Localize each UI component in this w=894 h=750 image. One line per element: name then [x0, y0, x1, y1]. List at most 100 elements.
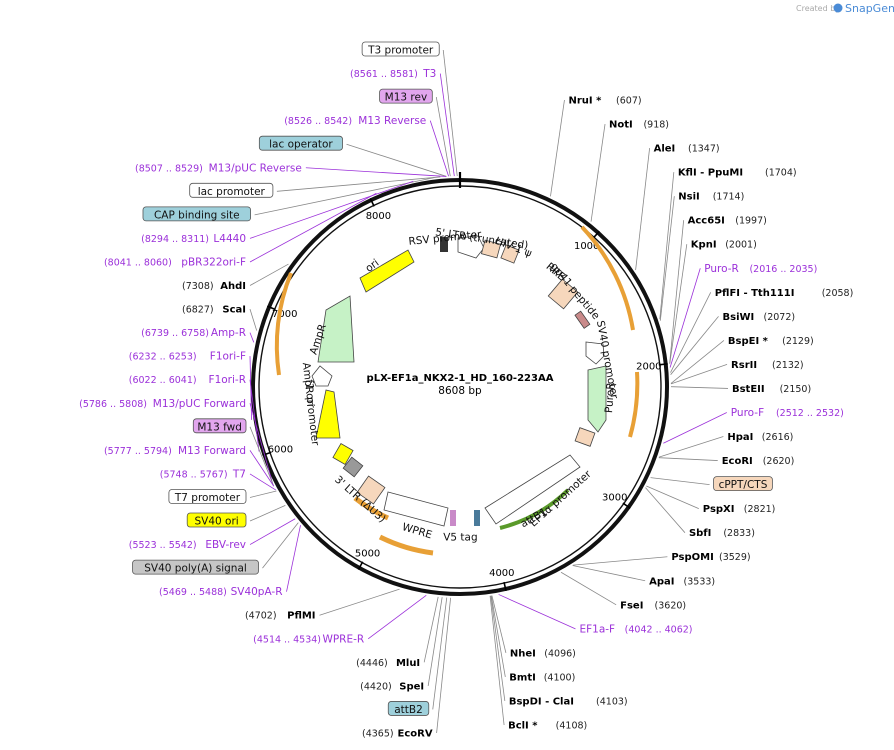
- site-label-group[interactable]: BspDI - ClaI(4103): [490, 595, 628, 708]
- site-name: BmtI: [509, 672, 536, 683]
- site-label-group[interactable]: NotI(918): [590, 120, 669, 222]
- site-position: (1714): [713, 192, 745, 203]
- box-label-group[interactable]: lac promoter: [189, 176, 441, 198]
- site-label-group[interactable]: NheI(4096): [491, 595, 576, 660]
- primer-label-group[interactable]: M13 Reverse (8526 .. 8542): [284, 115, 449, 177]
- primer-name: M13 Reverse: [358, 115, 426, 127]
- primer-label-group[interactable]: M13 Forward(5777 .. 5794): [104, 445, 275, 487]
- puror-feature: [587, 365, 607, 433]
- ef1a-arc: [499, 488, 570, 530]
- box-label-group[interactable]: SV40 ori: [186, 505, 286, 528]
- primer-name: T7: [232, 468, 246, 480]
- site-label-group[interactable]: Acc65I(1997): [669, 216, 767, 364]
- primer-name: T3: [422, 68, 436, 80]
- site-name: FseI: [620, 600, 643, 611]
- site-label-group[interactable]: ApaI(3533): [572, 565, 716, 587]
- leader-line: [646, 485, 699, 510]
- box-label-group[interactable]: M13 fwd: [192, 418, 274, 486]
- box-label-group[interactable]: T7 promoter: [168, 489, 277, 504]
- feature-box-label: M13 fwd: [197, 421, 242, 433]
- primer-label-group[interactable]: M13/pUC Forward(5786 .. 5808): [79, 398, 274, 485]
- feature-box: [132, 559, 259, 575]
- feature-box-label: lac operator: [269, 139, 333, 151]
- site-label-group[interactable]: MluI(4446): [356, 596, 439, 669]
- site-label-group[interactable]: NruI *(607): [550, 96, 642, 197]
- site-label-group[interactable]: BsiWI(2072): [670, 312, 795, 375]
- primer-label-group[interactable]: F1ori-R(6022 .. 6041): [129, 374, 260, 452]
- box-label-group[interactable]: attB2: [387, 597, 448, 716]
- primer-name: M13 Forward: [178, 445, 246, 457]
- primer-label-group[interactable]: Amp-R(6739 .. 6758): [141, 327, 255, 343]
- tick-label: 4000: [489, 568, 514, 579]
- box-label-group[interactable]: M13 rev: [379, 88, 451, 177]
- site-position: (607): [616, 96, 642, 107]
- feature-box-label: attB2: [394, 704, 423, 716]
- leader-line: [249, 192, 377, 263]
- site-label-group[interactable]: PflMI(4702): [245, 588, 400, 622]
- attb1-feature: [474, 510, 480, 526]
- primer-label-group[interactable]: EF1a-F(4042 .. 4062): [498, 594, 693, 635]
- site-name: ApaI: [649, 576, 674, 587]
- feature-box: [192, 418, 247, 434]
- tick-label: 8000: [366, 211, 391, 222]
- site-label-group[interactable]: KpnI(2001): [669, 240, 757, 364]
- primer-name: F1ori-F: [210, 351, 246, 363]
- site-label-group[interactable]: PflFI - Tth111I(2058): [670, 288, 854, 373]
- box-label-group[interactable]: T3 promoter: [361, 41, 458, 177]
- box-label-group[interactable]: SV40 poly(A) signal: [132, 522, 299, 575]
- leader-line: [249, 332, 255, 343]
- site-label-group[interactable]: EcoRV(4365): [362, 597, 452, 740]
- leader-line: [670, 386, 729, 389]
- site-label-group[interactable]: SpeI(4420): [360, 597, 443, 692]
- primer-label-group[interactable]: Puro-F(2512 .. 2532): [663, 407, 844, 444]
- ltr-arc: [353, 496, 390, 521]
- site-label-group[interactable]: PspOMI(3529): [573, 552, 751, 566]
- site-label-group[interactable]: BstEII(2150): [670, 384, 811, 395]
- site-label-group[interactable]: BclI *(4108): [489, 595, 587, 732]
- site-label-group[interactable]: EcoRI(2620): [658, 456, 794, 467]
- primer-label-group[interactable]: T7(5748 .. 5767): [160, 468, 277, 491]
- primer-label-group[interactable]: WPRE-R(4514 .. 4534): [253, 594, 427, 645]
- site-label-group[interactable]: BmtI(4100): [490, 595, 575, 684]
- site-label-group[interactable]: FseI(3620): [560, 571, 686, 611]
- site-position: (2132): [772, 360, 804, 371]
- primer-label-group[interactable]: T3(8561 .. 8581): [350, 68, 455, 177]
- site-label-group[interactable]: BspEI *(2129): [670, 336, 814, 384]
- ori-feature: [359, 249, 415, 293]
- box-label-group[interactable]: CAP binding site: [142, 177, 435, 222]
- box-label-group[interactable]: cPPT/CTS: [650, 476, 773, 492]
- primer-label-group[interactable]: Puro-R(2016 .. 2035): [669, 263, 817, 368]
- site-label-group[interactable]: HpaI(2616): [658, 432, 793, 458]
- site-label-group[interactable]: AleI(1347): [635, 144, 720, 271]
- primer-name: F1ori-R: [209, 374, 246, 386]
- site-position: (2058): [822, 288, 854, 299]
- primer-label-group[interactable]: EBV-rev(5523 .. 5542): [129, 518, 296, 551]
- plasmid-length: 8608 bp: [438, 385, 482, 397]
- site-label-group[interactable]: ScaI(6827): [182, 305, 258, 331]
- site-label-group[interactable]: KflI - PpuMI(1704): [659, 168, 797, 320]
- site-label-group[interactable]: RsrII(2132): [670, 360, 804, 385]
- leader-line: [590, 123, 606, 222]
- site-label-group[interactable]: SbfI(2833): [645, 487, 755, 540]
- site-position: (2129): [782, 336, 814, 347]
- site-name: EcoRV: [398, 729, 433, 740]
- primer-label-group[interactable]: SV40pA-R(5469 .. 5488): [159, 525, 301, 598]
- ampr-feature: [317, 295, 355, 363]
- primer-label-group[interactable]: L4440(8294 .. 8311): [141, 180, 414, 245]
- f1-ori-feature: [315, 389, 341, 439]
- leader-line: [249, 403, 274, 485]
- site-label-group[interactable]: AhdI(7308): [182, 263, 289, 292]
- box-label-group[interactable]: lac operator: [258, 135, 447, 177]
- site-name: BspDI - ClaI: [509, 696, 574, 707]
- primer-position: (8526 .. 8542): [284, 116, 352, 127]
- site-name: AleI: [654, 144, 676, 155]
- primer-label-group[interactable]: pBR322ori-F(8041 .. 8060): [104, 192, 377, 268]
- primer-label-group[interactable]: M13/pUC Reverse(8507 .. 8529): [135, 162, 447, 177]
- leader-line: [262, 522, 299, 569]
- leader-line: [429, 120, 449, 177]
- leader-line: [276, 176, 441, 192]
- sv40-ori-feature: [332, 443, 354, 465]
- tick-mark: [592, 230, 600, 239]
- site-label-group[interactable]: NsiI(1714): [659, 192, 745, 321]
- site-label-group[interactable]: PspXI(2821): [646, 485, 775, 515]
